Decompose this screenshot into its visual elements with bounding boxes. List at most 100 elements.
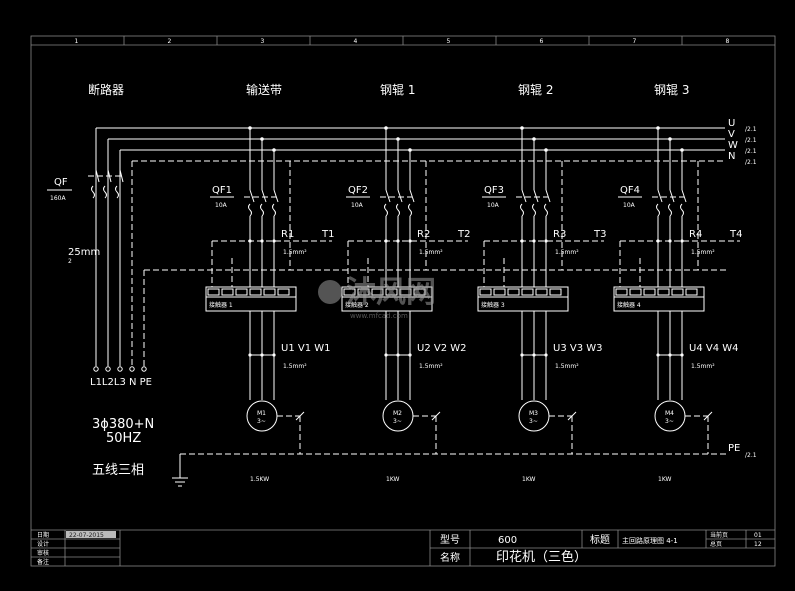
main-trip-coil [103,185,107,199]
date-highlight [66,531,116,538]
branch-trip-coil [520,203,524,217]
branch-trip-coil [668,203,672,217]
branch-cable-top: 1.5mm² [283,249,307,256]
motor-ground-mark [295,411,305,421]
supply-line-2: 50HZ [106,431,141,446]
title-label-date: 日期 [37,531,49,539]
contactor-terminal [535,288,548,296]
contactor-box [477,286,569,312]
contactor-terminal [235,288,248,296]
contactor-terminal [479,288,492,296]
branch-control-node [520,239,524,243]
contactor-terminal [657,288,670,296]
branch-contact [533,189,539,203]
heading-roller-2: 钢辊 2 [518,83,553,97]
branch-t-label: T1 [321,229,334,240]
branch-contact [261,189,267,203]
motor-phase: 3~ [529,418,538,425]
branch-control-node [384,239,388,243]
branch-trip-coil [396,203,400,217]
pe-label: PE [728,443,740,454]
main-cable-superscript: 2 [68,258,72,265]
branch-cable-top: 1.5mm² [691,249,715,256]
branch-r-label: R3 [553,229,566,240]
branch-contact [681,189,687,203]
main-cable-size: 25mm [68,247,100,258]
main-terminal [141,366,147,372]
branch-control-node [668,239,672,243]
branch-cable-bottom: 1.5mm² [419,363,443,370]
branch-cable-bottom: 1.5mm² [555,363,579,370]
branch-control-node [248,239,252,243]
main-breaker-name: QF [54,177,68,188]
branch-contact [273,189,279,203]
column-label: 5 [447,38,451,45]
branch-breaker-rating: 10A [623,202,636,209]
branch-trip-coil [532,203,536,217]
contactor-terminal [493,288,506,296]
branch-control-node [396,239,400,243]
motor-power: 1KW [658,476,672,483]
heading-conveyor: 输送带 [246,82,282,97]
contactor-terminal [549,288,562,296]
column-label: 6 [540,38,544,45]
branch-breaker-name: QF2 [348,185,368,196]
contactor-terminal [277,288,290,296]
title-label-review: 审核 [37,549,49,557]
branch-breaker-name: QF1 [212,185,232,196]
branch-trip-coil [408,203,412,217]
motor-power: 1.5KW [250,476,269,483]
column-label: 4 [354,38,358,45]
branch-trip-coil [248,203,252,217]
motor-name: M2 [393,410,402,417]
pe-ref: /2.1 [745,452,757,459]
motor-name: M4 [665,410,674,417]
title-title-label: 标题 [590,534,610,546]
watermark-url: www.mfcad.com [350,312,408,320]
branch-control-node [656,239,660,243]
contactor-box [205,286,297,312]
main-terminal [105,366,111,372]
bus-ref-v: /2.1 [745,137,757,144]
bus-bars: U V W N /2.1 /2.1 /2.1 /2.1 [96,118,757,166]
watermark-logo [318,280,342,304]
column-label: 8 [726,38,730,45]
contactor-terminal [249,288,262,296]
contactor-terminal [629,288,642,296]
main-terminal [117,366,123,372]
contactor-terminal [685,288,698,296]
branch-breaker-rating: 10A [215,202,228,209]
branch-breaker-name: QF4 [620,185,640,196]
branch-control-node [544,239,548,243]
contactor-box [613,286,705,312]
contactor-terminal [521,288,534,296]
branch-t-label: T4 [729,229,742,240]
branch-r-label: R4 [689,229,702,240]
bus-ref-n: /2.1 [745,159,757,166]
motor-name: M1 [257,410,266,417]
title-label-design: 设计 [37,540,49,548]
branch-control-node [408,239,412,243]
main-contact [119,169,124,183]
motor-power: 1KW [386,476,400,483]
title-total-value: 12 [754,541,762,548]
watermark-text: 沐风网 [346,275,436,310]
branch-trip-coil [272,203,276,217]
motor-phase: 3~ [665,418,674,425]
contactor-terminal [413,288,426,296]
supply-line-3: 五线三相 [92,463,144,478]
branch-t-label: T2 [457,229,470,240]
branch-control-node [272,239,276,243]
branch-breaker-name: QF3 [484,185,504,196]
contactor-terminal [221,288,234,296]
heading-roller-1: 钢辊 1 [380,83,415,97]
contactor-box [341,286,433,312]
heading-roller-3: 钢辊 3 [654,83,689,97]
motor-phase: 3~ [257,418,266,425]
bus-label-n: N [728,151,735,162]
motor-power: 1KW [522,476,536,483]
title-model-label: 型号 [440,533,460,546]
